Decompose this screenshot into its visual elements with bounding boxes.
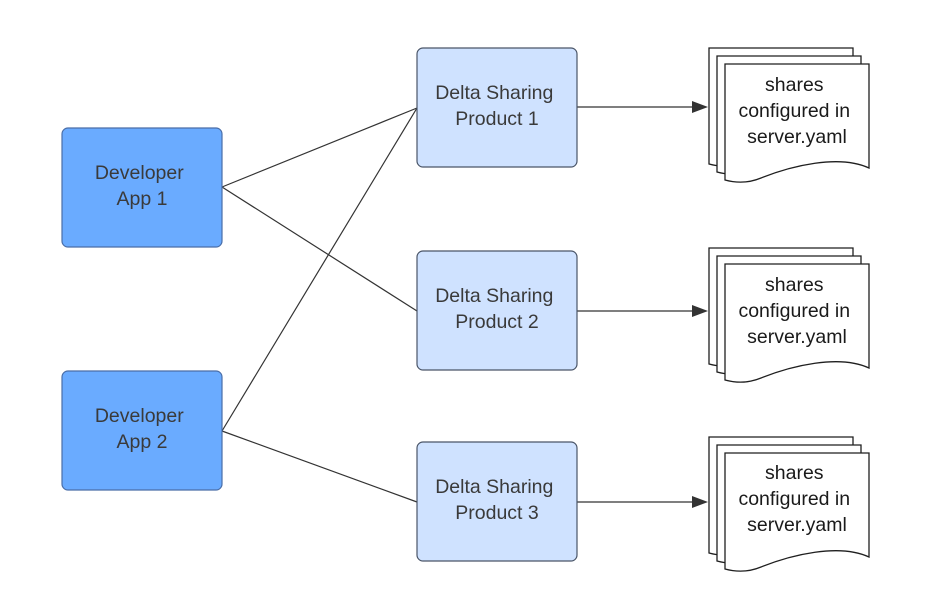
- delta-sharing-product-2-node: Delta Sharing Product 2: [416, 250, 578, 371]
- delta-sharing-product-1-node: Delta Sharing Product 1: [416, 47, 578, 168]
- arrow-prod3-doc3: [577, 496, 708, 508]
- svg-text:Delta Sharing Product 2: Delta Sharing Product 2: [435, 285, 559, 333]
- edge-dev1-prod2: [221, 186, 418, 312]
- connection-lines: [221, 107, 418, 503]
- node-label-line: Delta Sharing: [435, 82, 553, 104]
- document-stack-icon: [708, 247, 870, 383]
- svg-text:Delta Sharing Product 3: Delta Sharing Product 3: [435, 476, 559, 524]
- document-label-line: configured in: [738, 300, 850, 322]
- arrowhead-icon: [692, 496, 708, 508]
- edge-dev2-prod1: [221, 107, 418, 432]
- document-label-line: server.yaml: [747, 514, 847, 536]
- edge-dev2-prod3: [221, 430, 418, 503]
- arrow-prod1-doc1: [577, 101, 708, 113]
- config-document-stack-3: shares configured in server.yaml: [708, 436, 870, 572]
- node-label-line: Delta Sharing: [435, 476, 553, 498]
- node-label-line: Developer: [95, 162, 184, 184]
- document-stack-icon: [708, 436, 870, 572]
- arrow-prod2-doc2: [577, 305, 708, 317]
- delta-sharing-product-3-node: Delta Sharing Product 3: [416, 441, 578, 562]
- node-label-line: Product 3: [455, 502, 538, 524]
- product-to-config-arrows: [577, 101, 708, 508]
- developer-app-2-node: Developer App 2: [61, 370, 223, 491]
- arrowhead-icon: [692, 101, 708, 113]
- svg-text:shares configured in: shares configured in server.yaml: [738, 462, 855, 536]
- document-label-line: configured in: [738, 488, 850, 510]
- node-label-line: Delta Sharing: [435, 285, 553, 307]
- svg-text:Developer App 2: Developer App 2: [95, 405, 189, 453]
- edge-dev1-prod1: [221, 107, 418, 188]
- document-label-line: configured in: [738, 100, 850, 122]
- document-label-line: shares: [765, 462, 824, 484]
- svg-text:shares configured in: shares configured in server.yaml: [738, 74, 855, 148]
- node-label-line: Product 1: [455, 108, 538, 130]
- document-label-line: shares: [765, 274, 824, 296]
- document-stack-icon: [708, 47, 870, 183]
- node-label-line: App 1: [117, 188, 168, 210]
- arrowhead-icon: [692, 305, 708, 317]
- svg-text:Developer App 1: Developer App 1: [95, 162, 189, 210]
- document-label-line: server.yaml: [747, 126, 847, 148]
- developer-app-1-node: Developer App 1: [61, 127, 223, 248]
- document-label-line: server.yaml: [747, 326, 847, 348]
- config-document-stack-2: shares configured in server.yaml: [708, 247, 870, 383]
- node-label-line: App 2: [117, 431, 168, 453]
- svg-text:shares configured in: shares configured in server.yaml: [738, 274, 855, 348]
- node-label-line: Product 2: [455, 311, 538, 333]
- node-label-line: Developer: [95, 405, 184, 427]
- svg-text:Delta Sharing Product 1: Delta Sharing Product 1: [435, 82, 559, 130]
- document-label-line: shares: [765, 74, 824, 96]
- config-document-stack-1: shares configured in server.yaml: [708, 47, 870, 183]
